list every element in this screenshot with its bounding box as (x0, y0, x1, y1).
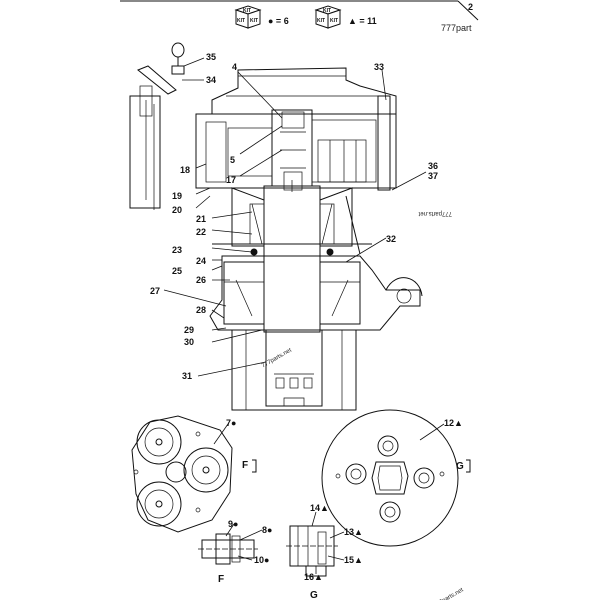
callout-20: 20 (172, 205, 182, 215)
section-marker-f: F (242, 460, 248, 471)
callout-24: 24 (196, 256, 206, 266)
callout-4: 4 (232, 62, 237, 72)
page-number: 2 (468, 2, 473, 12)
callout-32: 32 (386, 234, 396, 244)
svg-text:KIT: KIT (243, 8, 251, 14)
legend-circle-kit: ● = 6 (268, 16, 289, 26)
view-caption-g: G (310, 590, 318, 600)
main-assembly (129, 42, 423, 411)
svg-text:KIT: KIT (317, 18, 325, 24)
watermark-side: 777parts.net (418, 210, 452, 216)
pin-assembly-detail (198, 533, 258, 565)
filler-tube (129, 42, 185, 210)
svg-text:KIT: KIT (250, 18, 258, 24)
callout-25: 25 (172, 266, 182, 276)
legend-triangle-kit: ▲ = 11 (348, 16, 377, 26)
callout-22: 22 (196, 227, 206, 237)
callout-36: 36 (428, 161, 438, 171)
callout-10: 10● (254, 555, 269, 565)
svg-text:KIT: KIT (330, 18, 338, 24)
callout-37: 37 (428, 171, 438, 181)
leader-lines (163, 57, 445, 574)
callout-30: 30 (184, 337, 194, 347)
callout-21: 21 (196, 214, 206, 224)
lower-housing (209, 255, 421, 331)
main-shaft-upper (263, 185, 321, 257)
callout-13: 13▲ (344, 527, 363, 537)
callout-27: 27 (150, 286, 160, 296)
callout-17: 17 (226, 175, 236, 185)
callout-23: 23 (172, 245, 182, 255)
callout-28: 28 (196, 305, 206, 315)
callout-29: 29 (184, 325, 194, 335)
callout-16: 16▲ (304, 572, 323, 582)
callout-19: 19 (172, 191, 182, 201)
callout-35: 35 (206, 52, 216, 62)
callout-18: 18 (180, 165, 190, 175)
view-caption-f: F (218, 574, 224, 585)
lower-bearing-right (319, 261, 361, 325)
section-marker-g: G (456, 461, 464, 472)
top-cap (211, 67, 397, 115)
watermark-bottom: 777parts.net (433, 587, 465, 600)
gear-detail (286, 525, 338, 577)
upper-housing (195, 113, 397, 189)
planet-carrier-view-f (131, 415, 233, 533)
header: 2 777part KIT KIT KIT ● = 6 KIT KIT KIT … (120, 0, 479, 33)
callout-labels: 35 34 4 33 5 17 18 19 20 36 37 21 22 23 … (150, 52, 463, 582)
sun-gear-plate-view-g (321, 409, 459, 547)
svg-text:KIT: KIT (323, 8, 331, 14)
callout-34: 34 (206, 75, 216, 85)
pinion-shaft (271, 109, 313, 187)
callout-31: 31 (182, 371, 192, 381)
callout-8: 8● (262, 525, 272, 535)
callout-7: 7● (226, 418, 236, 428)
kit-cube-icon: KIT KIT KIT (234, 5, 262, 29)
lower-bearing-left (223, 261, 265, 325)
callout-26: 26 (196, 275, 206, 285)
callout-5: 5 (230, 155, 235, 165)
callout-33: 33 (374, 62, 384, 72)
callout-15: 15▲ (344, 555, 363, 565)
svg-text:KIT: KIT (237, 18, 245, 24)
callout-14: 14▲ (310, 503, 329, 513)
kit-cube-icon: KIT KIT KIT (314, 5, 342, 29)
callout-12: 12▲ (444, 418, 463, 428)
callout-9: 9● (228, 519, 238, 529)
watermark-top: 777part (441, 23, 472, 33)
corner-line (457, 0, 479, 21)
